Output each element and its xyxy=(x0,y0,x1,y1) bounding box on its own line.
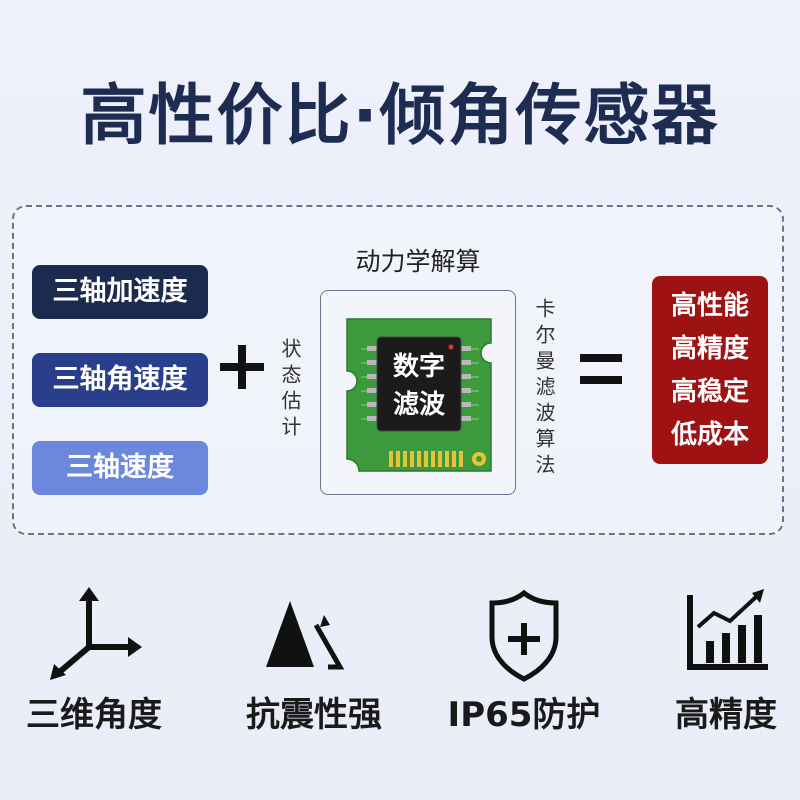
feature-3d-angle: 三维角度 xyxy=(0,585,189,755)
result-item: 低成本 xyxy=(670,420,749,450)
input-velocity: 三轴速度 xyxy=(32,441,208,495)
kalman-filter-label: 卡尔曼滤波算法 xyxy=(532,298,556,480)
state-estimation-label: 状态估计 xyxy=(278,338,302,442)
shield-icon xyxy=(489,589,559,682)
input-accel: 三轴加速度 xyxy=(32,265,208,319)
input-angular-velocity: 三轴角速度 xyxy=(32,353,208,407)
chip-caption: 动力学解算 xyxy=(355,247,481,276)
axes-icon xyxy=(50,587,142,680)
bar-chart-icon xyxy=(687,589,768,670)
chip-text-line2: 滤波 xyxy=(393,390,446,420)
feature-label: 抗震性强 xyxy=(246,695,382,735)
feature-label: 三维角度 xyxy=(26,695,162,735)
feature-label: IP65防护 xyxy=(447,695,601,735)
chip-text-line1: 数字 xyxy=(393,351,445,382)
result-item: 高精度 xyxy=(670,334,749,364)
result-item: 高性能 xyxy=(670,291,749,321)
feature-shockproof: 抗震性强 xyxy=(219,585,409,755)
feature-precision: 高精度 xyxy=(631,585,800,755)
plus-icon xyxy=(218,343,266,391)
feature-label: 高精度 xyxy=(675,695,777,735)
result-item: 高稳定 xyxy=(670,377,749,407)
chip-box: 数字 滤波 xyxy=(320,290,516,495)
feature-ip65: IP65防护 xyxy=(429,585,619,755)
result-box: 高性能 高精度 高稳定 低成本 xyxy=(652,276,768,464)
page-title: 高性价比·倾角传感器 xyxy=(80,77,720,154)
mountain-icon xyxy=(266,601,345,670)
chip-icon: 数字 滤波 xyxy=(346,318,492,472)
equals-icon xyxy=(580,352,622,386)
